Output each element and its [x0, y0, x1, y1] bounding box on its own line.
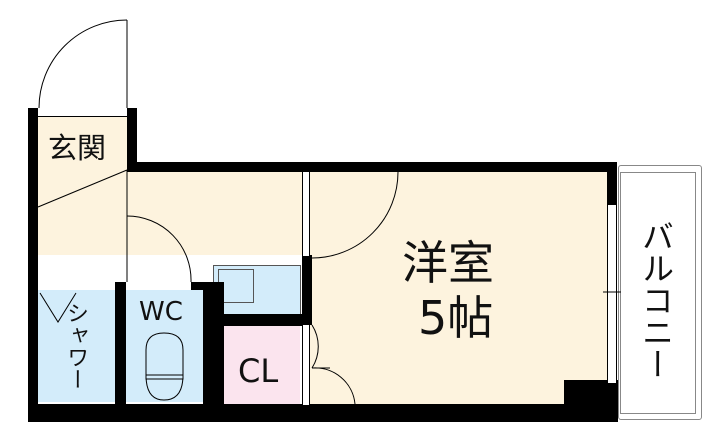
- wc-door-opening: [126, 282, 191, 290]
- wall-bottom: [28, 404, 618, 422]
- partition-room: [302, 172, 310, 256]
- western-room-floor: [310, 170, 610, 410]
- balcony-area: [618, 165, 702, 420]
- wall-top: [127, 162, 617, 172]
- entrance-label: 玄関: [48, 131, 107, 165]
- kitchen-sink: [213, 265, 301, 315]
- closet-door-floor: [310, 320, 330, 410]
- balcony-window: [607, 205, 617, 383]
- western-room-label: 洋室: [402, 236, 494, 290]
- shower-door-opening: [38, 282, 115, 290]
- wall-entrance-left: [28, 108, 38, 422]
- wall-right-top: [607, 162, 617, 207]
- corridor-floor: [38, 170, 303, 255]
- western-room-size: 5帖: [418, 291, 494, 345]
- wall-kitchen-right: [302, 255, 312, 325]
- entrance-door-opening: [38, 108, 127, 117]
- partition-closet: [302, 325, 310, 405]
- shower-area: [38, 290, 115, 402]
- closet-label: CL: [238, 352, 279, 390]
- wall-shower-wc: [115, 282, 126, 407]
- shower-label: シャワー: [63, 302, 88, 390]
- balcony-label: バルコニー: [637, 220, 675, 380]
- column-bottom-right: [564, 380, 618, 422]
- balcony-inner-border: [620, 172, 696, 414]
- wall-entrance-right: [127, 108, 137, 168]
- closet-area: [224, 326, 300, 412]
- wall-wc-right: [203, 282, 224, 407]
- wall-kitchen-bottom: [203, 314, 310, 326]
- toilet-label: WC: [139, 297, 183, 327]
